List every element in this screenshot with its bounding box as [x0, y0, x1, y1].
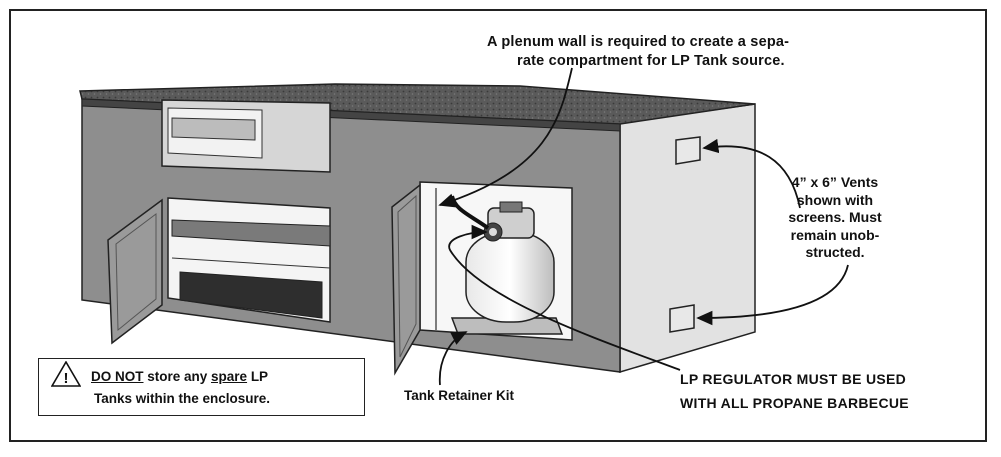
warning-icon-mark: !	[64, 370, 69, 387]
warning-mid2: LP	[247, 369, 269, 384]
vents-callout-line2: shown with	[796, 191, 874, 208]
warning-do-not: DO NOT	[91, 369, 144, 384]
tank-retainer-callout: Tank Retainer Kit	[404, 388, 515, 403]
regulator-callout-line1: LP REGULATOR MUST BE USED	[680, 371, 907, 387]
warning-text-line2: Tanks within the enclosure.	[94, 391, 271, 406]
warning-spare: spare	[211, 369, 248, 384]
lp-regulator-callout: LP REGULATOR MUST BE USED WITH ALL PROPA…	[680, 367, 980, 415]
upper-vent	[675, 136, 701, 165]
lp-regulator	[489, 228, 497, 236]
plenum-leader-line	[438, 67, 573, 208]
vents-callout-line1: 4” x 6” Vents	[791, 174, 879, 190]
lower-vent	[669, 304, 695, 333]
right-cabinet-door	[391, 183, 421, 376]
left-cabinet-door	[107, 198, 163, 345]
plenum-callout-line2: rate compartment for LP Tank source.	[517, 53, 785, 69]
vent-leader-lower	[696, 264, 849, 326]
vents-callout-line5: structed.	[805, 244, 865, 260]
plenum-wall-callout: A plenum wall is required to create a se…	[487, 33, 927, 71]
warning-triangle-icon: !	[51, 361, 81, 387]
vents-callout-line4: remain unob-	[790, 226, 880, 243]
warning-box: ! DO NOT store any spare LP Tanks within…	[38, 358, 365, 416]
propane-tank	[465, 231, 555, 323]
vent-leader-upper	[702, 138, 801, 209]
vents-callout: 4” x 6” Vents shown with screens. Must r…	[760, 174, 910, 262]
regulator-callout-line2: WITH ALL PROPANE BARBECUE	[680, 395, 909, 411]
warning-text-line1: DO NOT store any spare LP	[91, 369, 268, 384]
warning-mid1: store any	[143, 369, 212, 384]
retainer-leader-line	[438, 331, 468, 386]
vents-callout-line3: screens. Must	[788, 209, 882, 225]
plenum-callout-line1: A plenum wall is required to create a se…	[487, 34, 790, 50]
regulator-leader-line	[448, 224, 681, 371]
cabinet-shelf	[171, 219, 331, 247]
